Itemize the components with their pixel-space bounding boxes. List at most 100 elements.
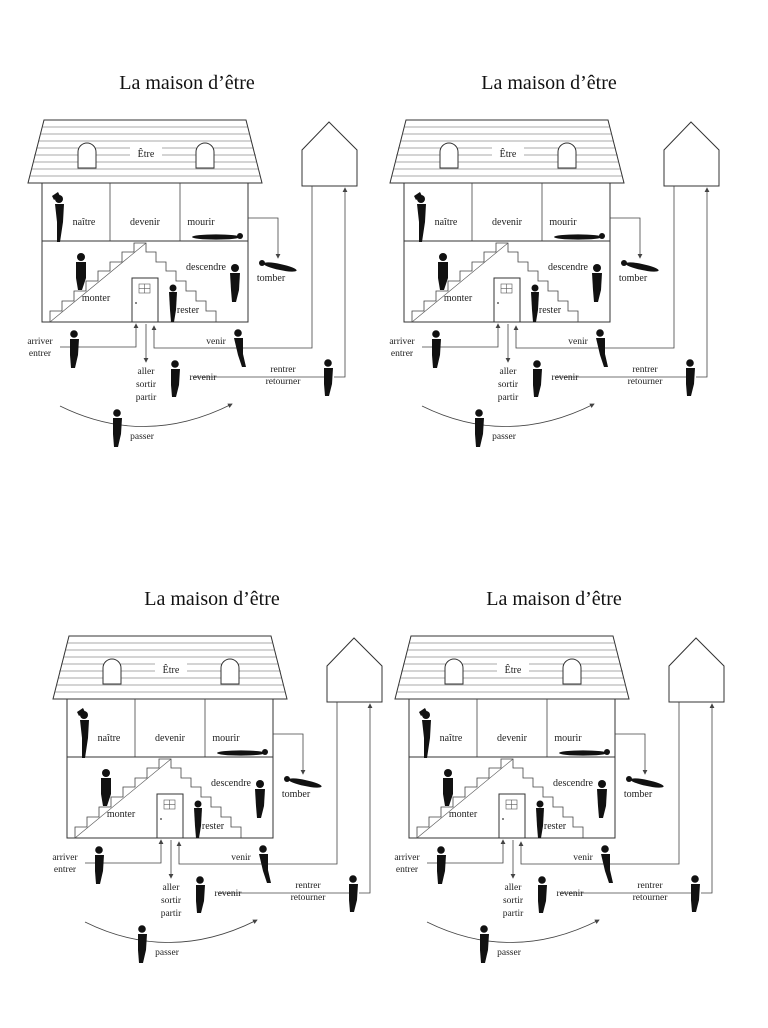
upper-floor [403,182,611,242]
dormer-window-right [557,142,577,169]
verb-tomber: tomber [619,273,648,284]
figure-rester-icon [536,800,544,838]
panel-title: La maison d’être [481,72,617,94]
verb-venir: venir [206,337,226,347]
lower-floor [403,240,611,323]
verb-devenir: devenir [492,217,523,228]
figure-revenir-icon [538,876,547,913]
figure-passer-icon [113,409,122,447]
figure-rentrer-icon [691,875,700,912]
verb-aller: aller [500,367,518,377]
roof-label-etre: Être [138,148,155,160]
roof [394,635,630,700]
roof-label-etre: Être [500,148,517,160]
verb-rentrer: rentrer [632,365,658,375]
verb-descendre: descendre [548,262,589,273]
figure-venir-icon [601,845,613,883]
figure-venir-icon [234,329,246,367]
figure-descendre-icon [592,264,602,302]
front-door [131,277,159,323]
verb-retourner: retourner [628,377,664,387]
verb-sortir: sortir [136,380,157,390]
house-panel-4: La maison d’être Être [367,516,751,1028]
figure-mourir-icon [192,233,243,240]
verb-sortir: sortir [503,896,524,906]
verb-tomber: tomber [624,789,653,800]
verb-devenir: devenir [130,217,161,228]
verb-passer: passer [130,432,155,442]
dormer-window-left [77,142,97,169]
figure-mourir-icon [217,749,268,756]
verb-partir: partir [503,909,524,919]
front-door [493,277,521,323]
roof [52,635,288,700]
figure-monter-icon [438,253,448,290]
verb-naitre: naître [98,733,121,744]
verb-tomber: tomber [282,789,311,800]
verb-venir: venir [568,337,588,347]
neighbor-house [301,121,358,187]
panel-title: La maison d’être [486,588,622,610]
verb-arriver: arriver [52,853,78,863]
figure-mourir-icon [554,233,605,240]
verb-revenir: revenir [190,373,218,383]
verb-mourir: mourir [187,217,215,228]
house-diagram: Être naître devenir mourir descendre mon… [394,635,725,963]
dormer-window-right [195,142,215,169]
verb-monter: monter [107,809,136,820]
figure-monter-icon [76,253,86,290]
house-diagram: Être naître devenir mourir descendre mon… [389,119,720,447]
verb-revenir: revenir [552,373,580,383]
figure-passer-icon [480,925,489,963]
roof-label-etre: Être [505,664,522,676]
verb-devenir: devenir [155,733,186,744]
verb-venir: venir [573,853,593,863]
figure-descendre-icon [597,780,607,818]
verb-aller: aller [138,367,156,377]
figure-rester-icon [194,800,202,838]
figure-passer-icon [475,409,484,447]
verb-mourir: mourir [212,733,240,744]
verb-entrer: entrer [396,865,419,875]
figure-monter-icon [101,769,111,806]
figure-arriver-icon [432,330,441,368]
verb-aller: aller [163,883,181,893]
verb-entrer: entrer [54,865,77,875]
figure-naitre-icon [414,192,426,242]
verb-retourner: retourner [633,893,669,903]
figure-venir-icon [259,845,271,883]
verb-arriver: arriver [27,337,53,347]
dormer-window-left [444,658,464,685]
verb-sortir: sortir [161,896,182,906]
figure-passer-icon [138,925,147,963]
neighbor-house [663,121,720,187]
figure-arriver-icon [95,846,104,884]
verb-descendre: descendre [553,778,594,789]
figure-tomber-icon [621,260,659,272]
house-panel-2: La maison d’être Être [362,0,746,512]
figure-naitre-icon [52,192,64,242]
verb-monter: monter [444,293,473,304]
upper-floor [408,698,616,758]
roof-label-etre: Être [163,664,180,676]
verb-passer: passer [492,432,517,442]
figure-monter-icon [443,769,453,806]
figure-tomber-icon [284,776,322,788]
verb-entrer: entrer [29,349,52,359]
verb-arriver: arriver [394,853,420,863]
verb-rester: rester [177,305,200,316]
verb-naitre: naître [435,217,458,228]
verb-descendre: descendre [186,262,227,273]
verb-retourner: retourner [291,893,327,903]
verb-revenir: revenir [215,889,243,899]
figure-revenir-icon [533,360,542,397]
figure-rester-icon [169,284,177,322]
figure-rentrer-icon [324,359,333,396]
neighbor-house [668,637,725,703]
verb-sortir: sortir [498,380,519,390]
panel-title: La maison d’être [119,72,255,94]
verb-passer: passer [155,948,180,958]
figure-tomber-icon [259,260,297,272]
verb-mourir: mourir [554,733,582,744]
verb-partir: partir [161,909,182,919]
